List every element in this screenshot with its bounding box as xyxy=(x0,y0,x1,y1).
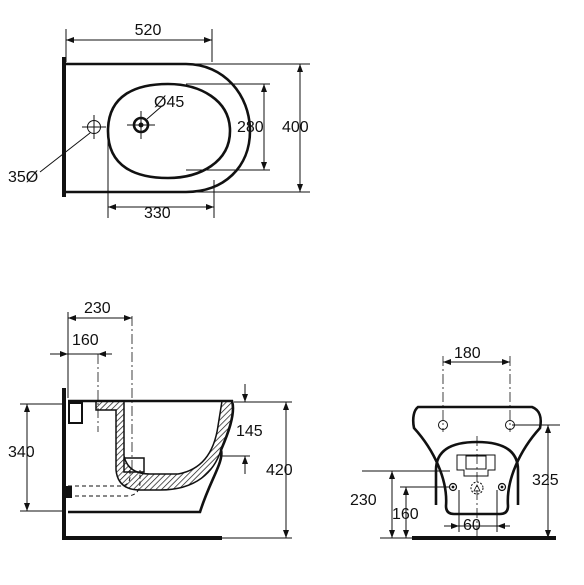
dim-280-arrow-bottom xyxy=(261,162,267,170)
dim-325-arrow-top xyxy=(545,425,551,433)
inlet-right-centre xyxy=(500,485,504,489)
drain-hole xyxy=(470,481,484,495)
dim-160-rear-label: 160 xyxy=(392,506,419,523)
top-view-bowl-outline xyxy=(106,82,232,180)
dim-230-side-label: 230 xyxy=(84,300,111,317)
dim-60-arrow-right xyxy=(497,523,505,529)
dim-330-arrow-right xyxy=(206,204,214,210)
dim-420-label: 420 xyxy=(266,462,293,479)
outlet-slot xyxy=(456,454,496,477)
dim-145-arrow-bottom xyxy=(242,456,248,464)
dim-280-label: 280 xyxy=(237,119,264,136)
dim-45-leader xyxy=(146,105,163,120)
dim-420-arrow-top xyxy=(283,402,289,410)
rear-tab xyxy=(68,402,83,424)
dim-330-arrow-left xyxy=(108,204,116,210)
dim-330-label: 330 xyxy=(144,205,171,222)
dim-325-label: 325 xyxy=(532,472,559,489)
dim-145-arrow-top xyxy=(242,394,248,402)
inlet-left-centre xyxy=(451,485,455,489)
top-view-body-outline xyxy=(66,62,252,194)
dim-340-label: 340 xyxy=(8,444,35,461)
side-view: 230 160 340 145 420 xyxy=(8,300,293,540)
dim-280-arrow-top xyxy=(261,84,267,92)
dim-160-side-arrow-left xyxy=(60,351,68,357)
dim-325-arrow-bottom xyxy=(545,530,551,538)
bowl-section xyxy=(95,400,234,491)
inlet-right xyxy=(497,482,507,492)
outlet-pipe-bottom xyxy=(68,470,141,497)
dim-60-label: 60 xyxy=(463,517,481,534)
dim-520-label: 520 xyxy=(135,22,162,39)
dim-520-arrow-left xyxy=(66,37,74,43)
dim-420-arrow-bottom xyxy=(283,530,289,538)
dim-400-label: 400 xyxy=(282,119,309,136)
dim-400-arrow-bottom xyxy=(297,184,303,192)
dim-230-rear-arrow-top xyxy=(389,471,395,479)
dim-230-side-arrow-left xyxy=(68,315,76,321)
dim-145-label: 145 xyxy=(236,423,263,440)
dim-400-arrow-top xyxy=(297,64,303,72)
dim-340-arrow-top xyxy=(24,404,30,412)
inlet-stub xyxy=(64,486,72,498)
outlet-pipe-top xyxy=(68,470,131,487)
rear-view: 180 325 230 160 60 xyxy=(350,345,560,540)
dim-180-arrow-left xyxy=(443,359,451,365)
dim-230-side-arrow-right xyxy=(124,315,132,321)
dim-160-rear-arrow-bottom xyxy=(403,530,409,538)
dim-520-arrow-right xyxy=(204,37,212,43)
dim-230-rear-arrow-bottom xyxy=(389,530,395,538)
dim-35-label: 35Ø xyxy=(8,169,38,186)
dim-60-arrow-left xyxy=(451,523,459,529)
dim-160-side-label: 160 xyxy=(72,332,99,349)
dim-160-rear-arrow-top xyxy=(403,487,409,495)
outlet-slot-inner xyxy=(465,455,487,470)
dim-180-label: 180 xyxy=(454,345,481,362)
top-view: 520 400 280 330 Ø45 35Ø xyxy=(8,22,310,222)
dim-230-rear-label: 230 xyxy=(350,492,377,509)
dim-340-arrow-bottom xyxy=(24,503,30,511)
drain-stub xyxy=(123,457,145,473)
dim-35-leader xyxy=(39,132,91,173)
dim-45-label: Ø45 xyxy=(154,94,184,111)
dim-180-arrow-right xyxy=(502,359,510,365)
rear-view-body-outline xyxy=(411,405,543,516)
